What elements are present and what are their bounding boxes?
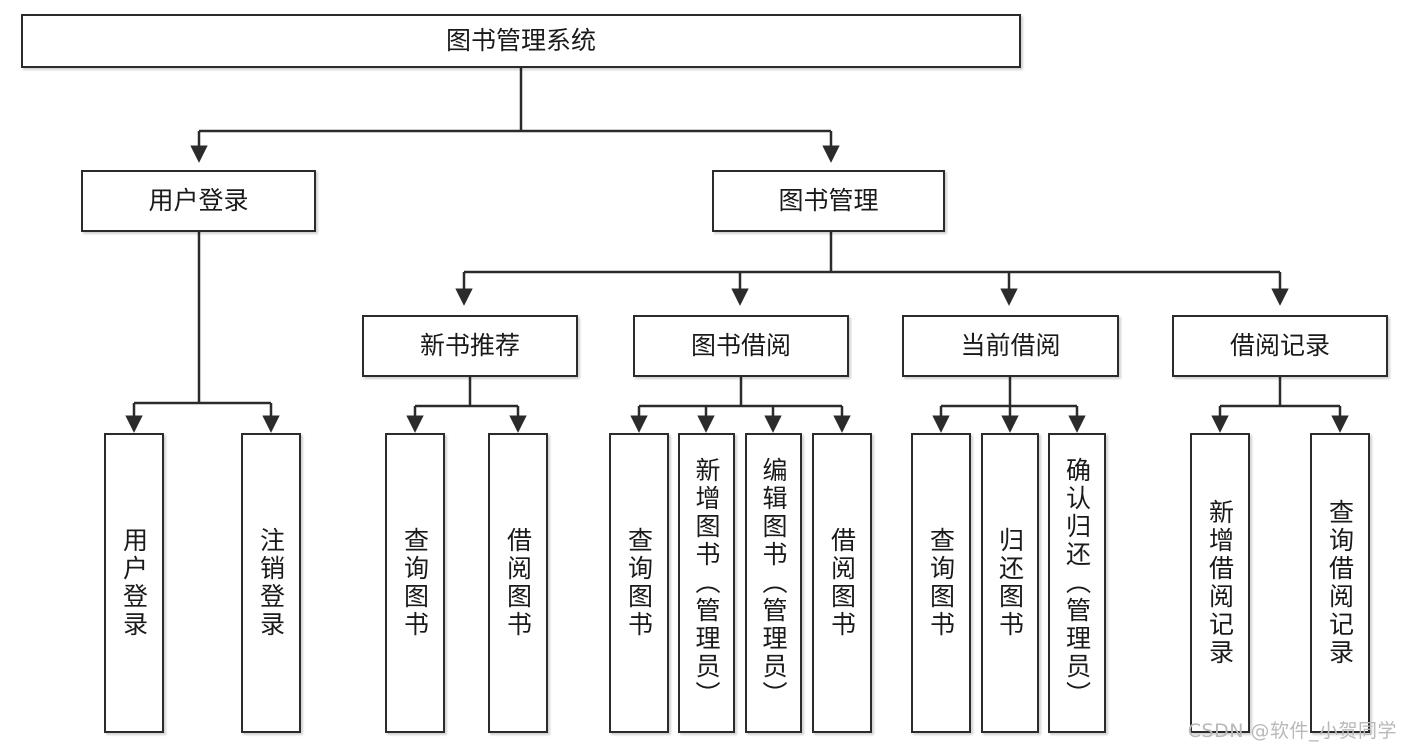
leaf-borrow-books-recommendation[interactable]: 借阅图书: [488, 433, 548, 733]
node-user-login[interactable]: 用户登录: [81, 170, 316, 232]
node-label: 当前借阅: [960, 331, 1061, 361]
leaf-return-books[interactable]: 归还图书: [981, 433, 1039, 733]
node-label: 查询图书: [624, 527, 654, 639]
node-current-borrowing[interactable]: 当前借阅: [902, 315, 1119, 377]
leaf-user-login[interactable]: 用户登录: [104, 433, 164, 733]
leaf-edit-book-admin[interactable]: 编辑图书（管理员）: [745, 433, 802, 733]
node-label: 注销登录: [256, 527, 286, 639]
node-label: 图书借阅: [690, 331, 791, 361]
node-label: 查询图书: [400, 527, 430, 639]
node-label: 借阅图书: [503, 527, 533, 639]
node-book-borrowing[interactable]: 图书借阅: [633, 315, 849, 377]
leaf-add-book-admin[interactable]: 新增图书（管理员）: [678, 433, 735, 733]
node-label: 图书管理系统: [445, 26, 596, 56]
node-label: 归还图书: [995, 527, 1025, 639]
node-label: 查询图书: [926, 527, 956, 639]
node-label: 借阅图书: [827, 527, 857, 639]
node-label: 用户登录: [119, 527, 149, 639]
node-label: 图书管理: [778, 186, 879, 216]
leaf-query-books-current[interactable]: 查询图书: [911, 433, 971, 733]
node-label: 借阅记录: [1229, 331, 1330, 361]
watermark: CSDN @软件_小贺同学: [1187, 720, 1397, 742]
leaf-add-borrowing-record[interactable]: 新增借阅记录: [1190, 433, 1250, 733]
leaf-confirm-return-admin[interactable]: 确认归还（管理员）: [1048, 433, 1106, 733]
node-label: 新书推荐: [419, 331, 520, 361]
node-book-management[interactable]: 图书管理: [712, 170, 945, 232]
leaf-logout[interactable]: 注销登录: [241, 433, 301, 733]
node-label: 编辑图书（管理员）: [759, 457, 788, 709]
node-label: 新增图书（管理员）: [692, 457, 721, 709]
leaf-query-books-recommendation[interactable]: 查询图书: [385, 433, 445, 733]
node-root-book-management-system[interactable]: 图书管理系统: [21, 14, 1021, 68]
node-borrowing-records[interactable]: 借阅记录: [1172, 315, 1388, 377]
node-new-book-recommendation[interactable]: 新书推荐: [362, 315, 578, 377]
leaf-query-books-borrowing[interactable]: 查询图书: [609, 433, 669, 733]
node-label: 用户登录: [148, 186, 249, 216]
node-label: 新增借阅记录: [1205, 499, 1235, 667]
node-label: 确认归还（管理员）: [1062, 457, 1092, 709]
node-label: 查询借阅记录: [1325, 499, 1355, 667]
leaf-borrow-books[interactable]: 借阅图书: [812, 433, 872, 733]
leaf-query-borrowing-record[interactable]: 查询借阅记录: [1310, 433, 1370, 733]
